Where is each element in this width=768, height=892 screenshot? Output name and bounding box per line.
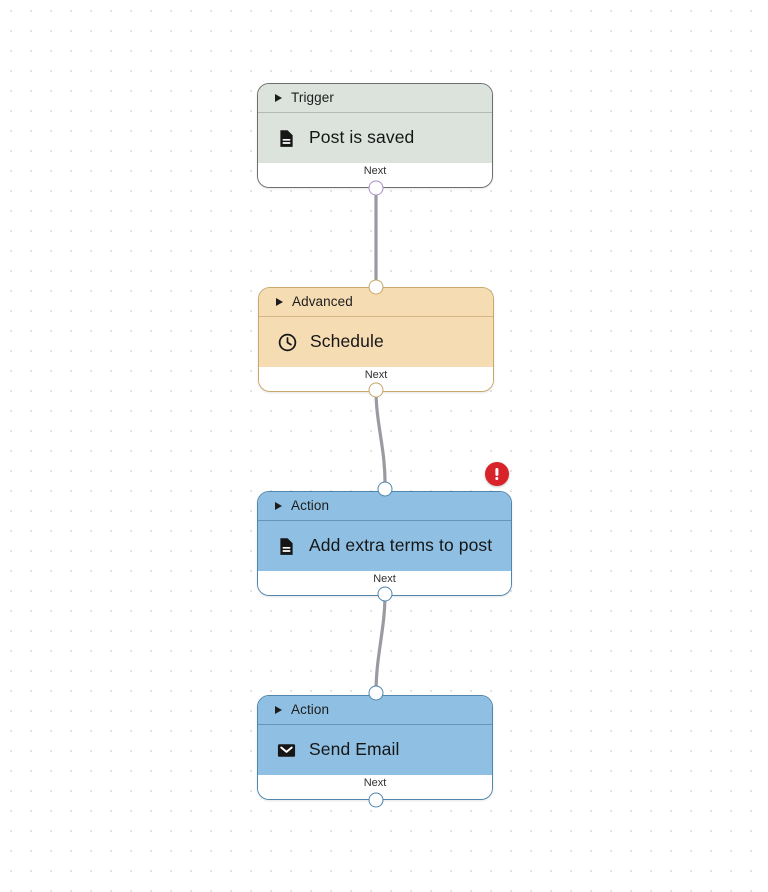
action-error-badge[interactable] — [485, 462, 509, 486]
node-header[interactable]: Trigger — [258, 84, 492, 113]
node-title: Send Email — [309, 739, 400, 760]
disclosure-triangle-icon[interactable] — [275, 502, 282, 510]
node-category-label: Action — [291, 498, 330, 514]
node-category-label: Action — [291, 702, 330, 718]
node-title: Post is saved — [309, 127, 415, 148]
document-icon — [275, 127, 297, 149]
handle-advanced-out[interactable] — [368, 382, 384, 398]
node-title: Add extra terms to post — [309, 535, 493, 556]
handle-advanced-in[interactable] — [368, 279, 384, 295]
node-next-label: Next — [373, 573, 396, 585]
handle-action1-out[interactable] — [377, 586, 393, 602]
edge-group — [374, 186, 387, 695]
disclosure-triangle-icon[interactable] — [275, 706, 282, 714]
node-title: Schedule — [310, 331, 384, 352]
envelope-icon — [275, 739, 297, 761]
node-next-label: Next — [363, 777, 387, 789]
handle-action1-in[interactable] — [377, 481, 393, 497]
node-body[interactable]: Add extra terms to post — [258, 521, 511, 571]
handle-action2-in[interactable] — [368, 685, 384, 701]
exclamation-icon — [495, 467, 499, 476]
node-next-label: Next — [363, 165, 387, 177]
node-body[interactable]: Send Email — [258, 725, 492, 775]
clock-icon — [276, 331, 298, 353]
disclosure-triangle-icon[interactable] — [276, 298, 283, 306]
node-category-label: Trigger — [291, 90, 334, 106]
node-body[interactable]: Schedule — [259, 317, 493, 367]
node-next-label: Next — [364, 369, 388, 381]
document-icon — [275, 535, 297, 557]
edge-action1-to-action2[interactable] — [374, 592, 387, 695]
node-header[interactable]: Action — [258, 696, 492, 725]
node-header[interactable]: Action — [258, 492, 511, 521]
handle-action2-out[interactable] — [368, 792, 384, 808]
handle-trigger-out[interactable] — [368, 180, 384, 196]
node-category-label: Advanced — [292, 294, 353, 310]
edge-advanced-to-action1[interactable] — [374, 388, 387, 491]
disclosure-triangle-icon[interactable] — [275, 94, 282, 102]
node-body[interactable]: Post is saved — [258, 113, 492, 163]
exclamation-dot — [495, 477, 499, 481]
